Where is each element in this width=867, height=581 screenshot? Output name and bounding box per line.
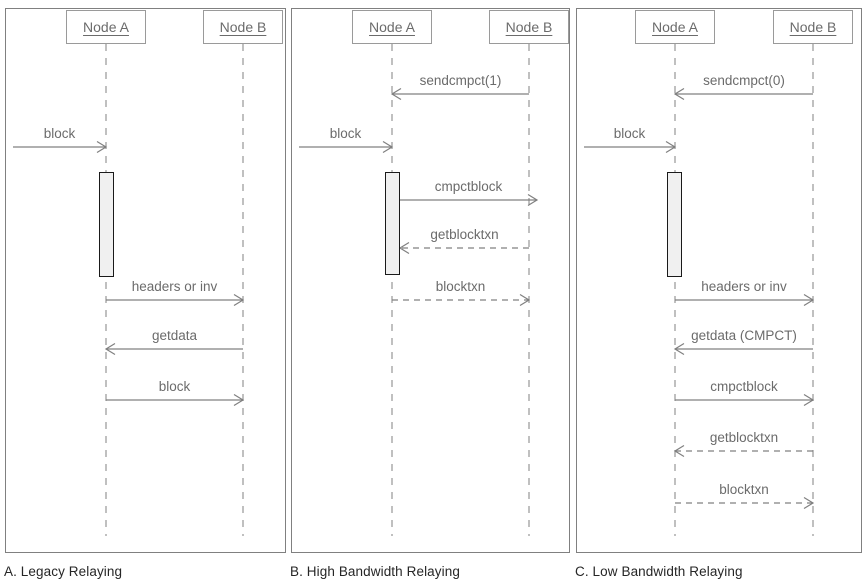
participant-label: Node A bbox=[369, 19, 415, 35]
message-cmpctblock bbox=[400, 193, 539, 207]
participant-label: Node A bbox=[652, 19, 698, 35]
message-label: sendcmpct(0) bbox=[703, 73, 785, 88]
arrowhead bbox=[527, 193, 539, 207]
arrowhead bbox=[382, 140, 394, 154]
arrowhead bbox=[398, 241, 410, 255]
participant-box-node-b[interactable]: Node B bbox=[489, 10, 569, 44]
arrowhead bbox=[803, 293, 815, 307]
panel-caption: C. Low Bandwidth Relaying bbox=[575, 564, 743, 579]
arrowhead bbox=[233, 393, 245, 407]
panel-border bbox=[291, 8, 570, 553]
arrowhead bbox=[803, 496, 815, 510]
sequence-panel-b: Node A Node B sendcmpct(1) block cmpctblock g… bbox=[290, 8, 570, 579]
message-cmpctblock bbox=[675, 393, 815, 407]
arrowhead bbox=[803, 393, 815, 407]
participant-label: Node B bbox=[219, 19, 267, 35]
arrowhead bbox=[96, 140, 108, 154]
message-label: block bbox=[613, 126, 646, 141]
message-sendcmpct-1 bbox=[390, 87, 529, 101]
arrowhead bbox=[519, 293, 531, 307]
message-block bbox=[299, 140, 394, 154]
message-label: cmpctblock bbox=[434, 179, 503, 194]
panel-vector-layer bbox=[299, 44, 539, 536]
message-label: getdata bbox=[151, 328, 198, 343]
message-getblocktxn bbox=[398, 241, 529, 255]
panel-border bbox=[576, 8, 862, 553]
sequence-panel-a: Node A Node B block headers or inv getdata bl… bbox=[4, 8, 286, 579]
arrowhead bbox=[390, 87, 402, 101]
message-label: getdata (CMPCT) bbox=[691, 328, 797, 343]
message-blocktxn bbox=[392, 293, 531, 307]
message-headers-or-inv bbox=[675, 293, 815, 307]
message-sendcmpct-0 bbox=[673, 87, 813, 101]
message-getdata bbox=[104, 342, 243, 356]
arrowhead bbox=[673, 87, 685, 101]
arrowhead bbox=[673, 342, 685, 356]
panel-caption: A. Legacy Relaying bbox=[4, 564, 123, 579]
participant-label: Node A bbox=[83, 19, 129, 35]
message-block bbox=[106, 393, 245, 407]
message-headers-or-inv bbox=[106, 293, 245, 307]
activation-bar-node-a bbox=[385, 172, 400, 275]
message-label: cmpctblock bbox=[710, 379, 778, 394]
message-label: headers or inv bbox=[131, 279, 218, 294]
panel-vector-layer bbox=[584, 44, 815, 536]
participant-label: Node B bbox=[505, 19, 553, 35]
message-getblocktxn bbox=[673, 444, 813, 458]
message-label: getblocktxn bbox=[430, 227, 499, 242]
panel-caption: B. High Bandwidth Relaying bbox=[290, 564, 460, 579]
message-block bbox=[584, 140, 677, 154]
arrowhead bbox=[665, 140, 677, 154]
message-label: block bbox=[43, 126, 76, 141]
participant-box-node-a[interactable]: Node A bbox=[66, 10, 146, 44]
arrowhead bbox=[104, 342, 116, 356]
participant-box-node-a[interactable]: Node A bbox=[352, 10, 432, 44]
panel-border bbox=[5, 8, 286, 553]
message-label: getblocktxn bbox=[709, 430, 779, 445]
participant-label: Node B bbox=[789, 19, 837, 35]
participant-box-node-b[interactable]: Node B bbox=[203, 10, 283, 44]
arrowhead bbox=[233, 293, 245, 307]
participant-box-node-a[interactable]: Node A bbox=[635, 10, 715, 44]
sequence-panel-c: Node A Node B sendcmpct(0) block headers or … bbox=[575, 8, 862, 579]
message-label: headers or inv bbox=[701, 279, 787, 294]
message-label: block bbox=[329, 126, 362, 141]
message-label: blocktxn bbox=[719, 482, 769, 497]
message-block bbox=[13, 140, 108, 154]
participant-box-node-b[interactable]: Node B bbox=[773, 10, 853, 44]
message-label: block bbox=[158, 379, 191, 394]
message-label: blocktxn bbox=[435, 279, 486, 294]
message-getdata-cmpct bbox=[673, 342, 813, 356]
message-blocktxn bbox=[675, 496, 815, 510]
panel-vector-layer bbox=[13, 44, 245, 536]
activation-bar-node-a bbox=[99, 172, 114, 277]
activation-bar-node-a bbox=[667, 172, 682, 277]
message-label: sendcmpct(1) bbox=[419, 73, 502, 88]
arrowhead bbox=[673, 444, 685, 458]
